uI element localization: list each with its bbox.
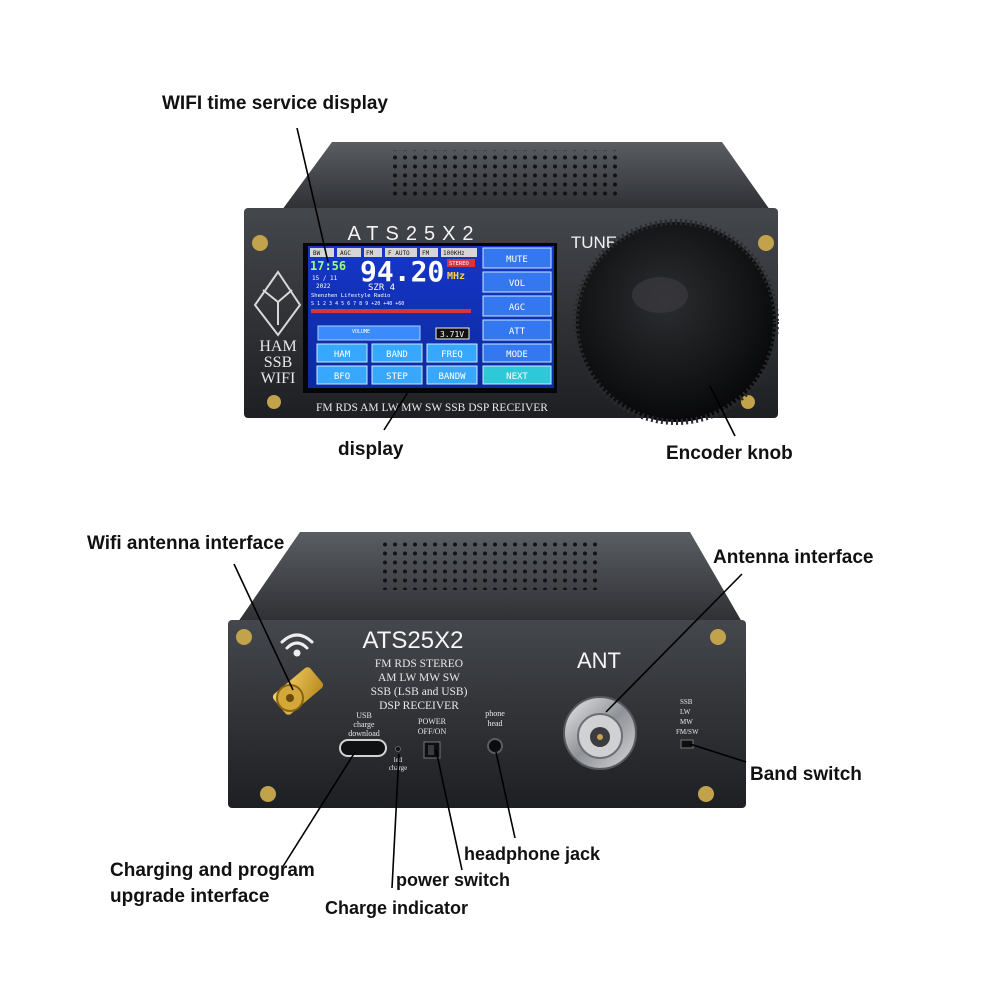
screw-icon bbox=[260, 786, 276, 802]
callout-encoder-knob: Encoder knob bbox=[666, 443, 793, 464]
screen-button-bandw[interactable]: BANDW bbox=[438, 372, 466, 382]
stereo-indicator: STEREO bbox=[449, 261, 469, 267]
callout-band-switch: Band switch bbox=[750, 764, 862, 785]
usb-label: USB bbox=[356, 711, 372, 720]
power-label: OFF/ON bbox=[418, 727, 447, 736]
band-switch[interactable] bbox=[680, 739, 694, 749]
power-label: POWER bbox=[418, 717, 447, 726]
charge-led bbox=[395, 746, 401, 752]
side-button-mute[interactable]: MUTE bbox=[506, 255, 528, 265]
usb-label: download bbox=[348, 729, 380, 738]
feature-line: AM LW MW SW bbox=[378, 672, 460, 684]
front-model-label: ATS25X2 bbox=[347, 223, 480, 245]
svg-text:100KHz: 100KHz bbox=[443, 250, 465, 257]
screw-icon bbox=[267, 395, 281, 409]
band-label: MW bbox=[680, 718, 693, 726]
encoder-knob[interactable] bbox=[576, 222, 776, 422]
signal-scale: S 1 2 3 4 5 6 7 8 9 +20 +40 +60 bbox=[311, 301, 404, 307]
svg-text:FM: FM bbox=[422, 250, 430, 257]
side-button-next[interactable]: NEXT bbox=[506, 372, 528, 382]
band-label: LW bbox=[680, 708, 691, 716]
screen-button-ham[interactable]: HAM bbox=[334, 350, 351, 360]
screw-icon bbox=[236, 629, 252, 645]
phone-label: phone bbox=[485, 709, 505, 718]
side-button-mode[interactable]: MODE bbox=[506, 350, 528, 360]
volume-label: VOLUME bbox=[352, 329, 370, 335]
screw-icon bbox=[252, 235, 268, 251]
rds-name: SZR 4 bbox=[368, 283, 395, 293]
clock-year: 2022 bbox=[316, 283, 331, 290]
screen-button-freq[interactable]: FREQ bbox=[441, 350, 463, 360]
svg-text:FM: FM bbox=[366, 250, 374, 257]
side-button-vol[interactable]: VOL bbox=[509, 279, 525, 289]
phone-label: head bbox=[487, 719, 502, 728]
headphone-jack[interactable] bbox=[487, 738, 503, 754]
antenna-logo-icon bbox=[253, 270, 302, 337]
clock-date: 15 / 11 bbox=[312, 275, 338, 282]
callout-wifi-antenna: Wifi antenna interface bbox=[87, 533, 285, 554]
status-bar: BW AGC FM F AUTO FM 100KHz bbox=[310, 248, 477, 257]
leader-lines bbox=[233, 127, 747, 889]
bnc-antenna-connector[interactable] bbox=[563, 696, 637, 770]
svg-text:BW: BW bbox=[313, 250, 321, 257]
signal-meter bbox=[311, 309, 471, 313]
screen-button-grid bbox=[316, 343, 478, 385]
back-unit: ATS25X2 FM RDS STEREO AM LW MW SW SSB (L… bbox=[228, 532, 746, 808]
feature-line: FM RDS STEREO bbox=[375, 658, 463, 670]
callout-display: display bbox=[338, 439, 404, 460]
lcd-screen bbox=[308, 246, 554, 388]
usb-label: charge bbox=[353, 720, 375, 729]
svg-text:AGC: AGC bbox=[340, 250, 351, 257]
feature-line: SSB (LSB and USB) bbox=[371, 686, 468, 698]
screen-button-band[interactable]: BAND bbox=[386, 350, 408, 360]
frequency-unit: MHz bbox=[447, 271, 465, 282]
screw-icon bbox=[710, 629, 726, 645]
screen-button-step[interactable]: STEP bbox=[386, 372, 408, 382]
front-bottom-label: FM RDS AM LW MW SW SSB DSP RECEIVER bbox=[316, 402, 548, 414]
battery-voltage: 3.71V bbox=[440, 330, 464, 339]
band-label: FM/SW bbox=[676, 728, 699, 736]
frequency-readout: 94.20 bbox=[360, 255, 444, 288]
side-button-column bbox=[482, 247, 552, 385]
feature-line: DSP RECEIVER bbox=[379, 700, 459, 712]
wifi-icon bbox=[280, 633, 314, 657]
badge-line: WIFI bbox=[261, 370, 296, 387]
screw-icon bbox=[698, 786, 714, 802]
side-button-agc[interactable]: AGC bbox=[509, 303, 525, 313]
station-name: Shenzhen Lifestyle Radio bbox=[311, 293, 390, 299]
badge-line: HAM bbox=[259, 338, 296, 355]
screen-button-bfo[interactable]: BFO bbox=[334, 372, 350, 382]
side-button-att[interactable]: ATT bbox=[509, 327, 526, 337]
usb-c-port[interactable] bbox=[339, 739, 387, 757]
clock-time: 17:56 bbox=[310, 259, 346, 273]
band-label: SSB bbox=[680, 698, 693, 706]
svg-text:F AUTO: F AUTO bbox=[388, 250, 410, 257]
callout-wifi-time: WIFI time service display bbox=[162, 93, 388, 114]
callout-charging: Charging and program upgrade interface bbox=[110, 860, 315, 907]
ant-label: ANT bbox=[577, 648, 621, 673]
wifi-antenna-connector[interactable] bbox=[271, 666, 324, 717]
callout-headphone-jack: headphone jack bbox=[464, 844, 601, 864]
screw-icon bbox=[758, 235, 774, 251]
back-model-label: ATS25X2 bbox=[363, 627, 464, 654]
callout-antenna: Antenna interface bbox=[713, 547, 874, 568]
badge-line: SSB bbox=[264, 354, 292, 371]
front-unit: HAM SSB WIFI ATS25X2 TUNE FM RDS AM LW M… bbox=[244, 142, 779, 425]
callout-charge-indicator: Charge indicator bbox=[325, 898, 469, 918]
screw-icon bbox=[741, 395, 755, 409]
callout-power-switch: power switch bbox=[396, 870, 511, 890]
